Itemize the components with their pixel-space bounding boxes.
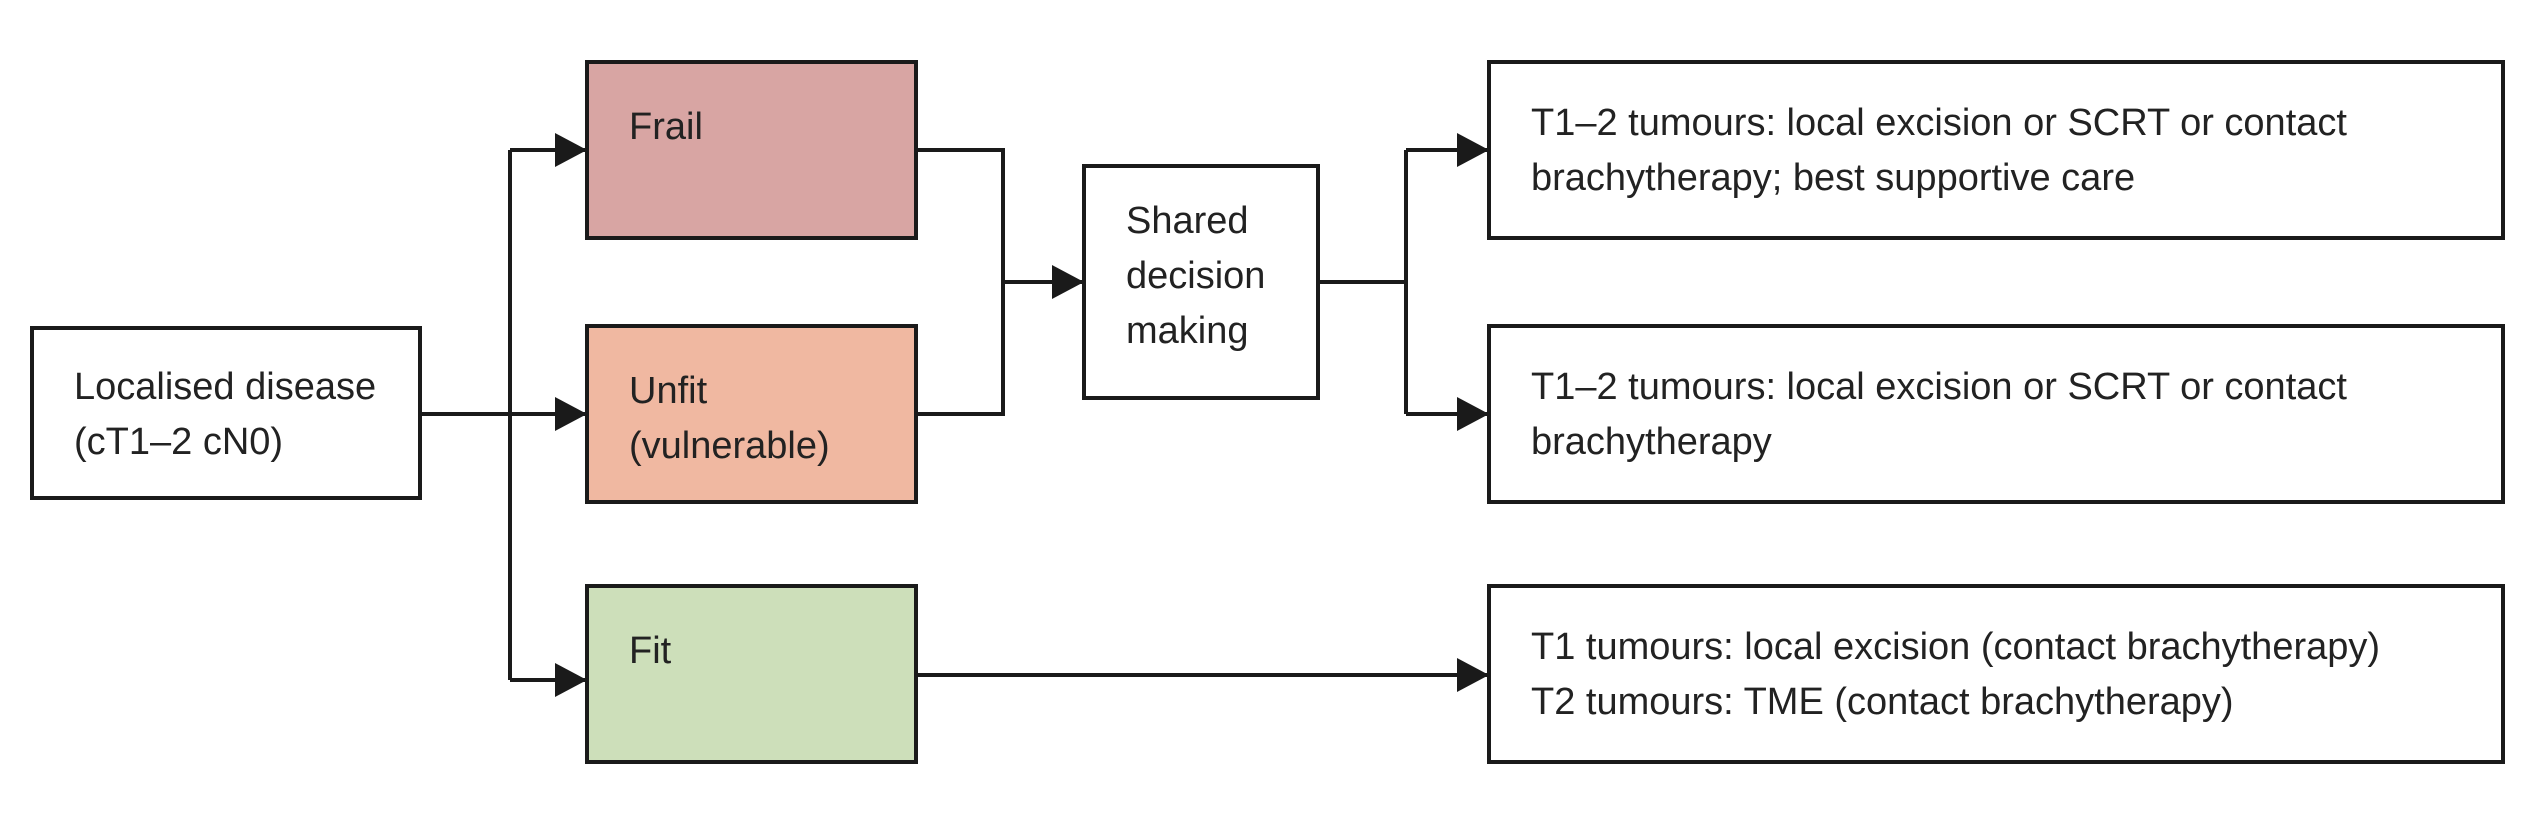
outcome-2-box: T1–2 tumours: local excision or SCRT or … <box>1487 324 2505 504</box>
decision-line-2: decision <box>1126 255 1266 297</box>
decision-line-3: making <box>1126 310 1249 352</box>
frail-box: Frail <box>585 60 918 240</box>
outcome-2-line-1: T1–2 tumours: local excision or SCRT or … <box>1531 366 2347 408</box>
localised-disease-line-1: Localised disease <box>74 366 377 408</box>
connector-frail-out <box>918 148 1005 416</box>
outcome-3-line-2: T2 tumours: TME (contact brachytherapy) <box>1531 681 2234 723</box>
outcome-3-line-1: T1 tumours: local excision (contact brac… <box>1531 626 2381 668</box>
unfit-label: Unfit <box>629 370 708 412</box>
unfit-box: Unfit (vulnerable) <box>585 324 918 504</box>
outcome-1-line-1: T1–2 tumours: local excision or SCRT or … <box>1531 102 2347 144</box>
localised-disease-box: Localised disease (cT1–2 cN0) <box>30 326 422 500</box>
outcome-2-line-2: brachytherapy <box>1531 421 1772 463</box>
unfit-sublabel: (vulnerable) <box>629 425 830 467</box>
outcome-1-box: T1–2 tumours: local excision or SCRT or … <box>1487 60 2505 240</box>
shared-decision-box: Shared decision making <box>1082 164 1320 400</box>
fit-box: Fit <box>585 584 918 764</box>
decision-line-1: Shared <box>1126 200 1249 242</box>
fit-label: Fit <box>629 630 672 672</box>
outcome-1-line-2: brachytherapy; best supportive care <box>1531 157 2136 199</box>
frail-label: Frail <box>629 106 703 148</box>
localised-disease-line-2: (cT1–2 cN0) <box>74 421 284 463</box>
outcome-3-box: T1 tumours: local excision (contact brac… <box>1487 584 2505 764</box>
